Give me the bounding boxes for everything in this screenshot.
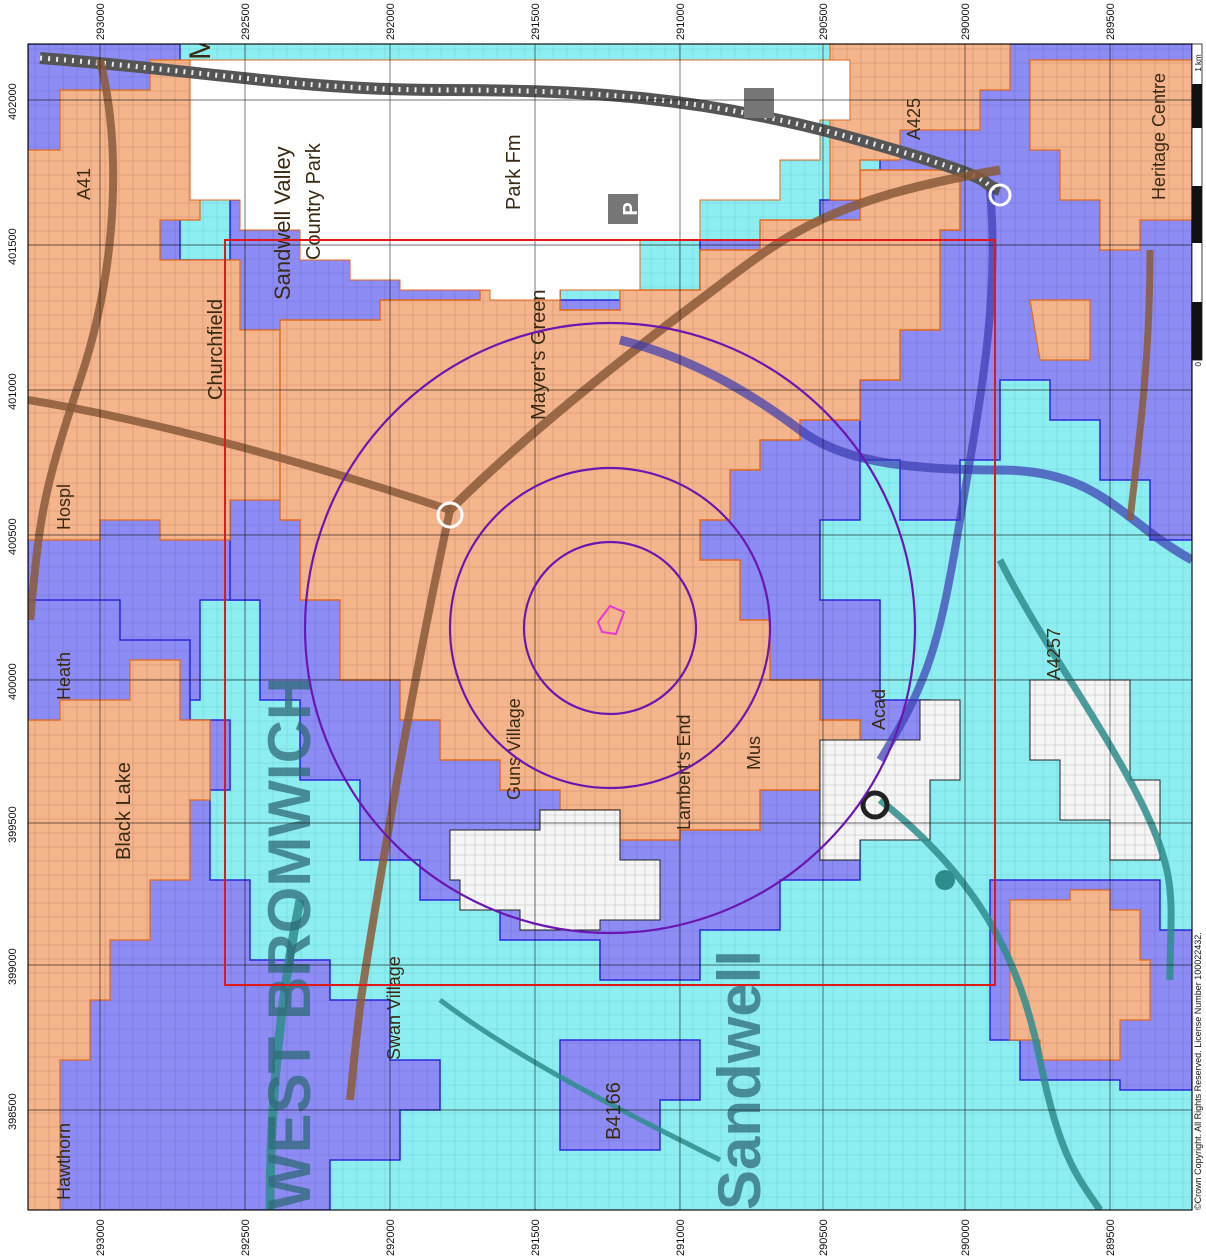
bottom-label-5: 290500 [818,1219,830,1256]
motorway-m5-inner [39,55,1001,193]
label-west-bromwich: WEST BROMWICH [256,677,323,1210]
site-boundary [596,604,626,636]
label-mus: Mus [744,736,764,770]
bottom-axis-labels: 293000 292500 292000 291500 291000 29050… [95,1219,1117,1256]
map-frame [27,43,1193,1211]
left-axis-labels: 402000 401500 401000 400500 400000 39950… [7,83,19,1130]
left-label-1: 401500 [7,228,19,265]
left-label-3: 400500 [7,518,19,555]
road-south [346,509,454,1101]
top-label-0: 293000 [95,3,107,40]
label-churchfield: Churchfield [205,299,227,400]
bottom-label-6: 290000 [960,1219,972,1256]
roundabout-junction [860,790,890,820]
label-a41: A41 [74,168,94,200]
top-label-2: 292000 [385,3,397,40]
label-sandwell-big: Sandwell [706,950,773,1210]
label-hospl: Hospl [54,484,74,530]
road-a41 [28,59,118,621]
label-b4166: B4166 [603,1082,625,1140]
label-sandwell-valley: Sandwell Valley [270,146,295,300]
left-label-5: 399500 [7,806,19,843]
label-park-fm: Park Fm [503,134,525,210]
road-sandwell [1126,249,1154,521]
left-label-7: 398500 [7,1093,19,1130]
white-zone-south [449,809,661,931]
label-black-lake: Black Lake [113,762,135,860]
roundabout-west [436,501,464,529]
top-axis-labels: 293000 292500 292000 291500 291000 29050… [95,3,1117,40]
buffer-circle-outer [303,321,917,935]
study-area-boundary [224,239,996,986]
scale-bar-zero: 0 [1194,361,1203,366]
left-label-4: 400000 [7,663,19,700]
top-label-5: 290500 [818,3,830,40]
road-a4252 [876,189,997,763]
parking-symbol-1-label: P [620,202,642,215]
label-m5: M5 [184,18,217,60]
label-hawthorn: Hawthorn [54,1123,74,1200]
orange-zone-central [279,169,961,841]
copyright-notice: ©Crown Copyright. All Rights Reserved. L… [1193,932,1203,1210]
label-heritage-centre: Heritage Centre [1149,73,1169,200]
bottom-label-0: 293000 [95,1219,107,1256]
label-lamberts-end: Lambert's End [674,715,694,831]
bottom-label-2: 292000 [385,1219,397,1256]
map-layers: WEST BROMWICH Sandwell Sandwell Valley C… [28,18,1192,1210]
top-label-4: 291000 [675,3,687,40]
bottom-label-4: 291000 [675,1219,687,1256]
road-ring-north [446,165,1001,514]
label-a425: A425 [904,98,924,140]
orange-zone-east-small [1029,299,1091,361]
road-teal-east [996,558,1175,981]
road-teal-south [877,797,1103,1210]
grid-lines [28,44,1192,1210]
buffer-circle-middle [448,466,772,790]
label-swan-village: Swan Village [384,956,404,1060]
left-label-6: 399000 [7,948,19,985]
top-label-6: 290000 [960,3,972,40]
white-zone-junction [819,699,961,861]
label-mayers-green: Mayer's Green [528,289,550,420]
road-ring-west [28,396,452,514]
label-guns-village: Guns Village [504,698,524,800]
orange-zone-southwest [28,659,211,1210]
bottom-label-3: 291500 [530,1219,542,1256]
left-label-2: 401000 [7,373,19,410]
bottom-label-7: 289500 [1105,1219,1117,1256]
label-heath: Heath [54,652,74,700]
bottom-label-1: 292500 [240,1219,252,1256]
top-label-3: 291500 [530,3,542,40]
label-country-park: Country Park [303,142,325,260]
buffer-circle-inner [522,540,698,716]
roundabout-southeast [935,870,955,890]
top-label-7: 289500 [1105,3,1117,40]
parking-symbol-2 [744,88,774,118]
parking-symbol-1 [608,194,638,224]
label-a4257: A4257 [1044,628,1064,680]
roundabout-east [988,183,1012,207]
top-label-1: 292500 [240,3,252,40]
blue-zone-south [559,1039,701,1151]
scale-bar: 1 km 0 [1191,43,1203,366]
scale-bar-unit: 1 km [1194,54,1203,72]
orange-zone-east [1029,59,1192,251]
road-b4166 [438,997,722,1163]
label-acad: Acad [869,689,889,730]
left-label-0: 402000 [7,83,19,120]
road-teal-southwest [265,899,305,1210]
